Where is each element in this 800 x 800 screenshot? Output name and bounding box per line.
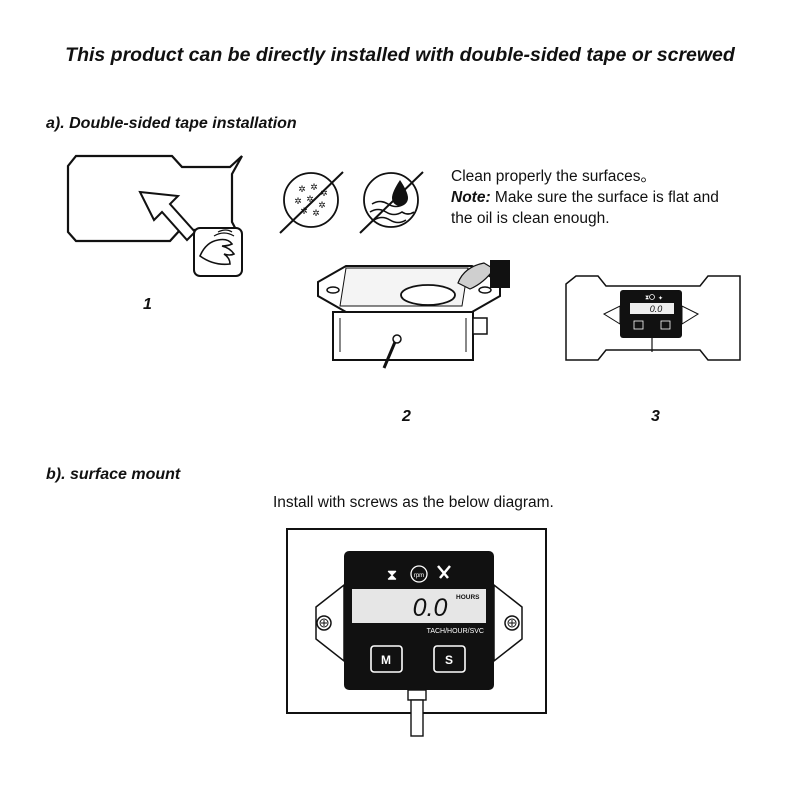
note-text-1: Make sure the surface is flat and (490, 189, 719, 206)
svg-text:✲: ✲ (310, 182, 318, 192)
hourglass-icon: ⧗ (387, 567, 398, 584)
svg-text:✦: ✦ (658, 295, 663, 302)
section-a-heading: a). Double-sided tape installation (46, 115, 297, 132)
instruction-line: Clean properly the surfaces。 (451, 168, 657, 185)
svg-text:rpm: rpm (414, 573, 424, 579)
model-label: TACH/HOUR/SVC (427, 628, 484, 635)
svg-text:0.0: 0.0 (650, 304, 663, 314)
step-2-illustration (317, 260, 510, 369)
note-text-2: the oil is clean enough. (451, 210, 610, 227)
no-dust-icon: ✲✲✲ ✲✲✲ ✲✲ (279, 171, 344, 234)
wiping-hand-icon (193, 227, 243, 277)
note-line: Note: Make sure the surface is flat and (451, 187, 719, 208)
svg-text:⧗: ⧗ (645, 295, 649, 301)
step-1-label: 1 (143, 296, 152, 313)
right-screw-icon (504, 615, 520, 631)
svg-text:✲: ✲ (298, 184, 306, 194)
svg-text:✲: ✲ (312, 208, 320, 218)
wrench-icon (437, 565, 451, 579)
step-3-illustration: 0.0 ⧗ ✦ (565, 275, 741, 361)
rpm-icon: rpm (410, 565, 428, 583)
left-screw-icon (316, 615, 332, 631)
s-button[interactable] (433, 645, 466, 673)
page-title: This product can be directly installed w… (65, 44, 735, 66)
step-3-label: 3 (651, 408, 660, 425)
svg-text:✲: ✲ (306, 194, 314, 204)
cleaning-instructions: Clean properly the surfaces。 Note: Make … (451, 166, 719, 229)
svg-text:✲: ✲ (320, 188, 328, 198)
tape-peel-hand-icon (457, 260, 510, 290)
cursor-arrow-icon (138, 190, 197, 242)
mount-instruction: Install with screws as the below diagram… (273, 494, 554, 511)
note-label: Note: (451, 189, 491, 206)
s-button-label: S (445, 653, 453, 667)
step-2-label: 2 (402, 408, 411, 425)
surface-mount-diagram: ⧗ rpm 0.0 HOURS TACH/HOUR/SVC M S (286, 528, 547, 737)
step-1-illustration (66, 154, 243, 277)
section-b-heading: b). surface mount (46, 466, 181, 483)
unit-label: HOURS (456, 594, 480, 601)
svg-text:✲: ✲ (294, 196, 302, 206)
no-oil-icon (359, 171, 424, 234)
svg-text:✲: ✲ (318, 200, 326, 210)
m-button[interactable] (370, 645, 403, 673)
display-value: 0.0 (413, 594, 448, 622)
m-button-label: M (381, 653, 391, 667)
